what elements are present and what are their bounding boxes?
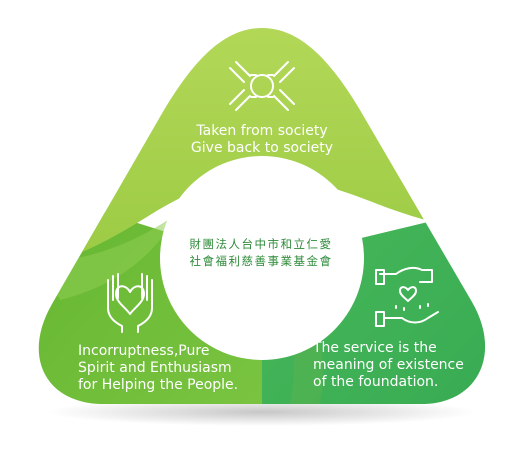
segment-left-line: Incorruptness,Pure bbox=[78, 343, 210, 359]
drop-shadow bbox=[47, 398, 477, 426]
giving-hands-icon bbox=[375, 266, 439, 327]
segment-right-line: meaning of existence bbox=[313, 357, 464, 373]
heart-hands-icon bbox=[107, 273, 153, 333]
segment-left-highlight bbox=[40, 215, 175, 300]
foundation-name-line: 財團法人台中市和立仁愛 bbox=[189, 237, 333, 251]
segment-left-line: Spirit and Enthusiasm bbox=[78, 360, 232, 376]
hands-together-icon bbox=[229, 61, 295, 111]
segment-right-line: of the foundation. bbox=[313, 374, 439, 390]
segment-left-text: Incorruptness,Pure Spirit and Enthusiasm… bbox=[78, 343, 238, 394]
segment-left-line: for Helping the People. bbox=[78, 377, 239, 393]
segment-right-text: The service is the meaning of existence … bbox=[313, 340, 464, 391]
foundation-name: 財團法人台中市和立仁愛 社會福利慈善事業基金會 bbox=[166, 236, 356, 270]
segment-right-line: The service is the bbox=[313, 340, 437, 356]
center-circle bbox=[160, 156, 364, 360]
foundation-name-line: 社會福利慈善事業基金會 bbox=[189, 254, 333, 268]
segment-top-text: Taken from society Give back to society bbox=[162, 123, 362, 157]
segment-top-line: Taken from society bbox=[196, 123, 328, 139]
segment-top-line: Give back to society bbox=[190, 140, 334, 156]
